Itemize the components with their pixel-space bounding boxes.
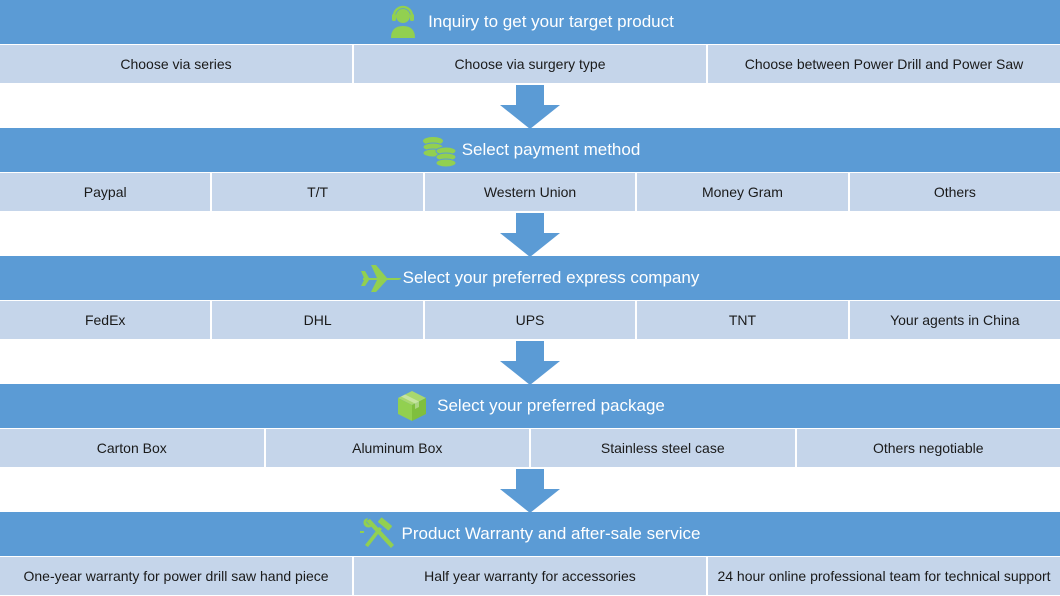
option-cell: Choose between Power Drill and Power Saw (744, 55, 1024, 72)
option-cell: Stainless steel case (531, 429, 797, 467)
step-header: Select payment method (0, 128, 1060, 172)
option-cell: Paypal (0, 173, 213, 211)
option-cell: Choose via surgery type (354, 45, 708, 83)
step-title: Product Warranty and after-sale service (401, 524, 701, 543)
option-cell: Others (933, 183, 976, 200)
step-express: Select your preferred express company Fe… (0, 256, 1060, 339)
step-inquiry: Inquiry to get your target product Choos… (0, 0, 1060, 83)
option-cell: Western Union (425, 173, 638, 211)
options-row: One-year warranty for power drill saw ha… (0, 556, 1060, 595)
step-warranty: Product Warranty and after-sale service … (0, 512, 1060, 595)
down-arrow-icon (500, 85, 560, 129)
coins-icon (420, 133, 457, 167)
step-title: Inquiry to get your target product (428, 12, 674, 31)
package-box-icon (395, 389, 429, 423)
step-header: Select your preferred package (0, 384, 1060, 428)
option-cell: FedEx (0, 301, 213, 339)
option-cell: Others negotiable (872, 439, 984, 456)
step-title: Select your preferred package (437, 396, 665, 415)
options-row: FedEx DHL UPS TNT Your agents in China (0, 300, 1060, 339)
option-cell: DHL (212, 301, 425, 339)
down-arrow-icon (500, 341, 560, 385)
option-cell: 24 hour online professional team for tec… (717, 567, 1051, 584)
option-cell: Aluminum Box (266, 429, 531, 467)
step-package: Select your preferred package Carton Box… (0, 384, 1060, 467)
option-cell: One-year warranty for power drill saw ha… (0, 557, 354, 595)
option-cell: Carton Box (0, 429, 266, 467)
option-cell: Choose via series (0, 45, 354, 83)
option-cell: Money Gram (637, 173, 850, 211)
airplane-icon (360, 261, 401, 295)
option-cell: UPS (425, 301, 638, 339)
options-row: Carton Box Aluminum Box Stainless steel … (0, 428, 1060, 467)
step-header: Product Warranty and after-sale service (0, 512, 1060, 556)
options-row: Choose via series Choose via surgery typ… (0, 44, 1060, 83)
down-arrow-icon (500, 213, 560, 257)
option-cell: TNT (637, 301, 850, 339)
option-cell: Your agents in China (890, 311, 1020, 328)
step-header: Inquiry to get your target product (0, 0, 1060, 44)
step-title: Select your preferred express company (402, 268, 700, 287)
down-arrow-icon (500, 469, 560, 513)
step-header: Select your preferred express company (0, 256, 1060, 300)
options-row: Paypal T/T Western Union Money Gram Othe… (0, 172, 1060, 211)
option-cell: Half year warranty for accessories (354, 557, 708, 595)
customer-service-icon (386, 5, 420, 39)
option-cell: T/T (212, 173, 425, 211)
step-payment: Select payment method Paypal T/T Western… (0, 128, 1060, 211)
tools-icon (359, 517, 394, 551)
step-title: Select payment method (461, 140, 641, 159)
